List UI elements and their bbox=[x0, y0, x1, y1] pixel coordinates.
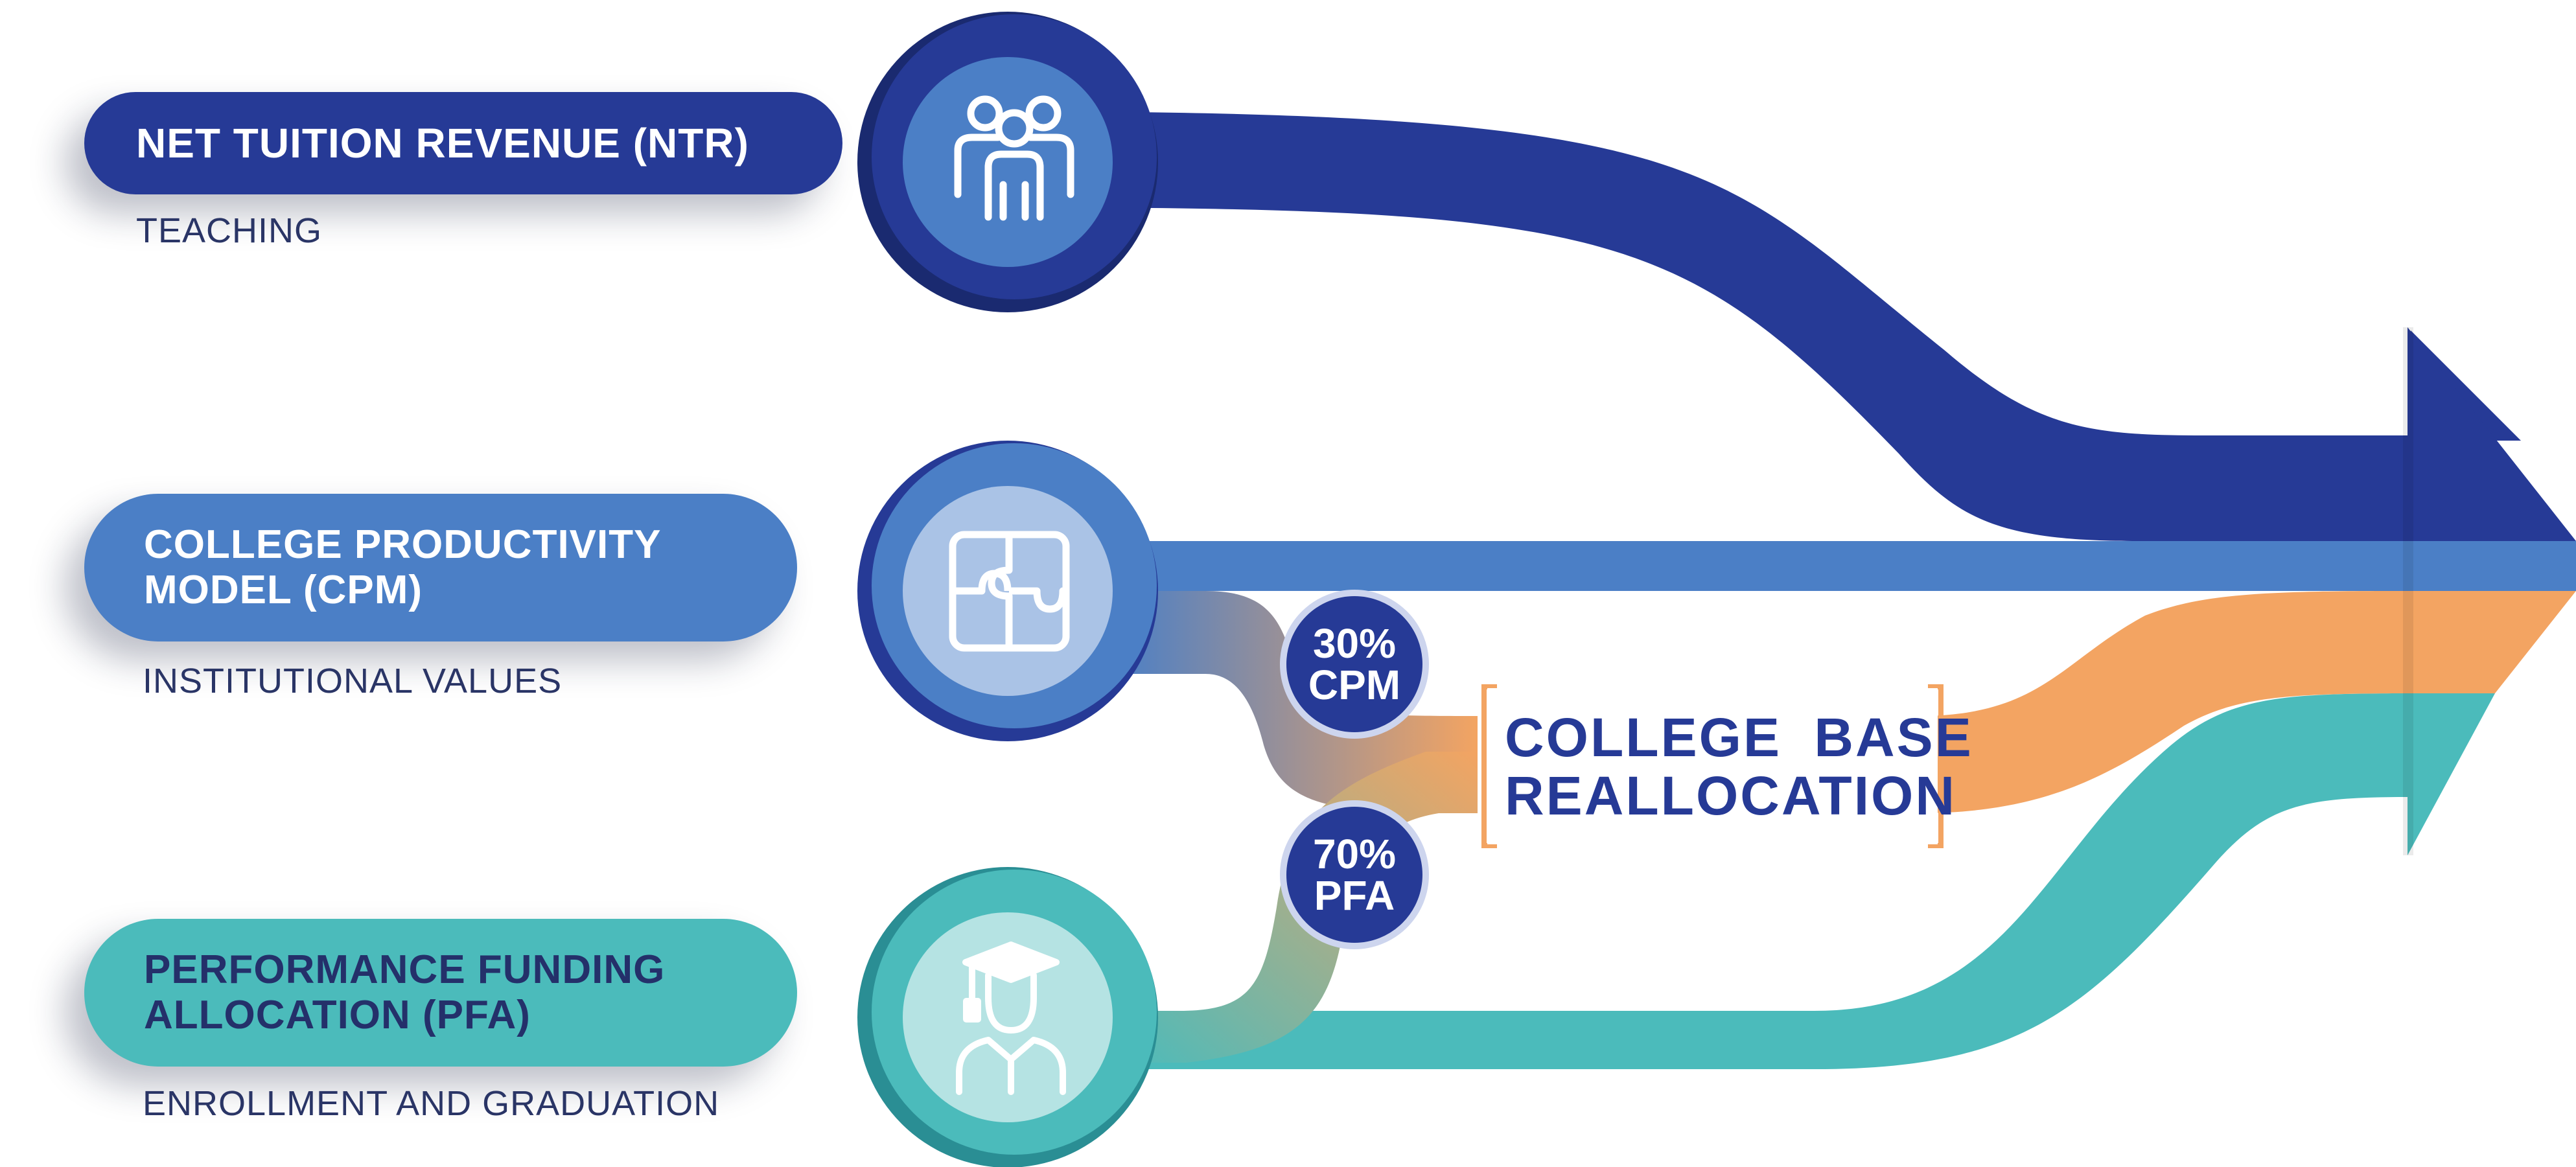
cpm-title-line1: COLLEGE PRODUCTIVITY bbox=[144, 522, 662, 567]
target-box bbox=[1487, 688, 1938, 844]
arrowhead-cpm bbox=[2408, 541, 2576, 591]
cpm-share-value: 30% bbox=[1312, 620, 1397, 667]
pfa-subtitle: ENROLLMENT AND GRADUATION bbox=[143, 1084, 720, 1123]
cpm-title-line2: MODEL (CPM) bbox=[144, 568, 423, 612]
ntr-flow bbox=[1011, 111, 2411, 541]
pfa-pill: PERFORMANCE FUNDING ALLOCATION (PFA) bbox=[84, 919, 797, 1067]
arrowhead-top bbox=[2408, 327, 2576, 541]
target-line1: COLLEGE BASE bbox=[1505, 707, 1973, 768]
pfa-title-line2: ALLOCATION (PFA) bbox=[144, 993, 531, 1037]
pfa-flow bbox=[1037, 693, 2411, 1069]
arrowhead-orange bbox=[2408, 591, 2576, 693]
people-group-icon bbox=[954, 95, 1074, 221]
ntr-pill: NET TUITION REVENUE (NTR) bbox=[84, 92, 842, 194]
ntr-title: NET TUITION REVENUE (NTR) bbox=[136, 120, 749, 167]
cpm-pill: COLLEGE PRODUCTIVITY MODEL (CPM) bbox=[84, 494, 797, 641]
pfa-share-badge: 70% PFA bbox=[1280, 800, 1429, 949]
cpm-flow bbox=[1037, 541, 2411, 591]
puzzle-icon bbox=[949, 531, 1070, 652]
target-brackets bbox=[1481, 684, 1944, 848]
pfa-share-label: PFA bbox=[1314, 872, 1395, 919]
target-line2: REALLOCATION bbox=[1505, 765, 1957, 826]
pfa-title-line1: PERFORMANCE FUNDING bbox=[144, 947, 666, 992]
graduate-icon bbox=[956, 942, 1066, 1095]
reallocation-flow bbox=[1918, 591, 2411, 813]
cpm-share-badge: 30% CPM bbox=[1280, 590, 1429, 739]
pfa-share-value: 70% bbox=[1312, 831, 1397, 877]
pfa-node bbox=[857, 867, 1158, 1167]
cpm-share-label: CPM bbox=[1308, 662, 1401, 708]
ntr-subtitle: TEACHING bbox=[136, 211, 323, 250]
arrowhead-teal bbox=[2408, 693, 2495, 855]
cpm-subtitle: INSTITUTIONAL VALUES bbox=[143, 662, 563, 700]
ntr-node bbox=[857, 12, 1158, 312]
arrowhead-crease bbox=[2403, 327, 2413, 855]
target-label: COLLEGE BASE REALLOCATION bbox=[1505, 708, 1973, 825]
